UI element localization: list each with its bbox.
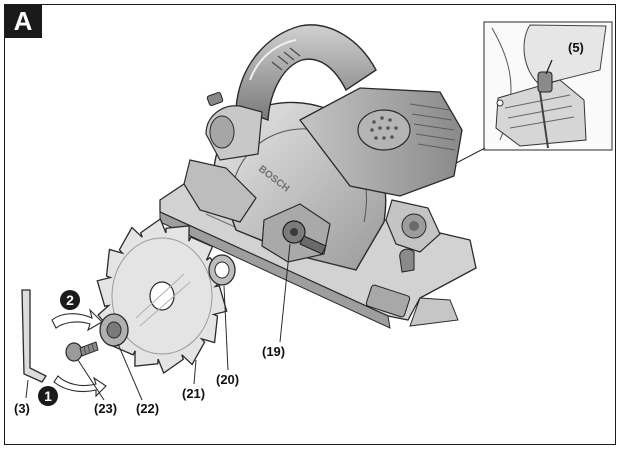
leader-20 — [223, 285, 229, 371]
figure-frame — [4, 4, 616, 445]
callout-22: (22) — [136, 401, 160, 416]
lever-5-knob — [537, 71, 553, 93]
leader-19 — [279, 243, 291, 343]
handle — [205, 24, 377, 161]
callout-3: (3) — [14, 401, 30, 416]
clamping-bolt — [65, 341, 99, 362]
rotation-arrows — [51, 308, 107, 398]
inset-panel — [483, 21, 613, 151]
callout-21: (21) — [182, 386, 206, 401]
leader-22 — [117, 343, 143, 401]
leader-3 — [25, 379, 29, 399]
callout-19: (19) — [262, 344, 286, 359]
arrow-step-1 — [53, 375, 107, 398]
step-2-marker: 2 — [60, 290, 80, 310]
hex-key — [21, 289, 47, 383]
clamping-flange — [99, 313, 129, 347]
motor-vent-cap — [357, 109, 411, 151]
lower-housing — [183, 159, 441, 273]
leader-21 — [193, 359, 197, 385]
motor-housing — [299, 87, 463, 197]
callout-23: (23) — [94, 401, 118, 416]
spindle-area — [261, 203, 331, 263]
saw-blade — [96, 217, 228, 375]
callout-5: (5) — [568, 40, 584, 55]
arrow-step-2 — [51, 308, 103, 332]
bevel-lock-knob — [399, 248, 415, 273]
leader-23 — [77, 359, 105, 401]
spindle-lock-button — [299, 235, 327, 255]
inner-flange — [208, 254, 236, 286]
step-1-marker: 1 — [38, 386, 58, 406]
figure-letter: A — [4, 4, 42, 38]
callout-20: (20) — [216, 372, 240, 387]
